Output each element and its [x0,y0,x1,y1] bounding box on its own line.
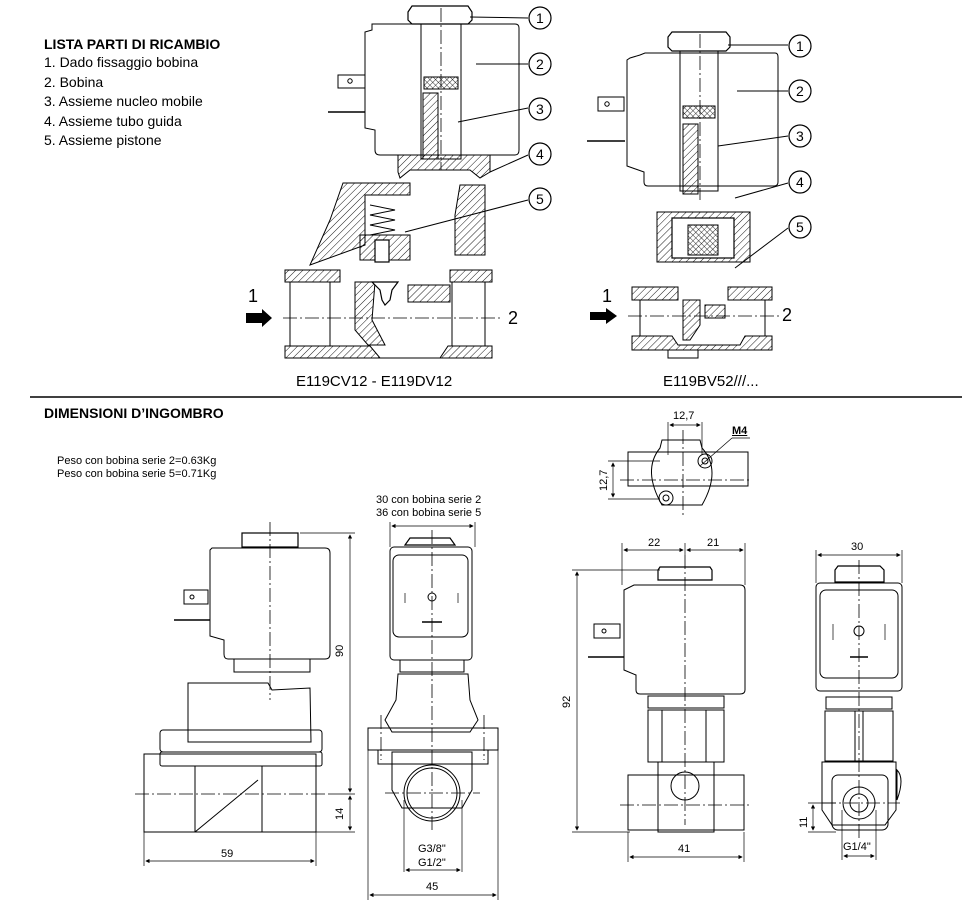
spare-parts-title: LISTA PARTI DI RICAMBIO [44,36,221,52]
callout-label-3: 3 [796,128,804,144]
callout-5 [788,215,812,239]
callout-1 [528,6,552,30]
callout-label-5: 5 [536,191,544,207]
callout-3 [788,124,812,148]
callout-label-5: 5 [796,219,804,235]
coil-housing [364,23,520,156]
callout-label-1: 1 [796,38,804,54]
callout-label-2: 2 [536,56,544,72]
callout-label-1: 1 [536,10,544,26]
poppet [370,281,400,306]
dim-mount-thread: M4 [732,425,748,437]
weight-note: Peso con bobina serie 2=0.63Kg Peso con … [57,455,216,481]
port-in-label: 1 [248,286,259,306]
dim-width-a: 45 [426,881,439,893]
dim-axis-a: 14 [334,807,346,820]
port-out-label: 2 [782,305,793,325]
dimensions-title: DIMENSIONI D’INGOMBRO [44,405,224,421]
coil-housing [626,52,779,187]
coil-nut [407,5,473,25]
section-caption-e119bv52: E119BV52///... [663,373,759,390]
flow-arrow-in [246,309,272,327]
callout-4 [528,142,552,166]
section-caption-e119cv12: E119CV12 - E119DV12 [296,373,453,390]
callout-5 [528,187,552,211]
dim-coil-width-b: 30 [851,541,864,553]
dim-length-b: 41 [678,843,691,855]
spare-part-item: 4. Assieme tubo guida [44,112,182,129]
dim-thread-b: G1/4" [843,841,871,853]
weight-line: Peso con bobina serie 2=0.63Kg [57,455,217,467]
dim-mount-y: 12,7 [598,469,610,491]
callout-3 [528,97,552,121]
dim-height-a: 90 [334,644,346,657]
spare-part-item: 5. Assieme pistone [44,132,162,148]
terminal [337,74,366,89]
coil-width-note: 30 con bobina serie 2 36 con bobina seri… [376,494,481,520]
section-view-e119bv52 [587,31,812,359]
dimension-view-b-top [608,422,750,515]
coil-nut [667,31,731,52]
callout-label-3: 3 [536,101,544,117]
callout-label-2: 2 [796,83,804,99]
section-view-e119cv12 [246,5,552,359]
callout-label-4: 4 [796,174,804,190]
callout-2 [788,79,812,103]
dim-height-b: 92 [561,695,573,708]
port-in-label: 1 [602,286,613,306]
spare-parts-list: 1. Dado fissaggio bobina 2. Bobina 3. As… [44,53,203,151]
callout-label-4: 4 [536,146,544,162]
port-out-label: 2 [508,308,519,328]
coil-width-line: 30 con bobina serie 2 [376,494,482,506]
weight-line: Peso con bobina serie 5=0.71Kg [57,468,217,480]
spare-part-item: 3. Assieme nucleo mobile [44,93,203,109]
dimension-view-b-front [808,550,903,860]
dim-mount-x: 12,7 [673,410,695,422]
spare-part-item: 1. Dado fissaggio bobina [44,54,199,70]
bonnet [397,154,491,179]
dimension-view-b-side [572,543,752,862]
flow-arrow-in [590,308,617,324]
dim-left-offset: 22 [648,537,661,549]
dim-thread-a2: G1/2" [418,857,446,869]
callout-1 [788,34,812,58]
dim-right-offset: 21 [707,537,720,549]
spare-part-item: 2. Bobina [44,73,104,90]
dim-thread-a1: G3/8" [418,843,446,855]
dimension-view-a-side [135,522,355,866]
dim-length-a: 59 [221,848,234,860]
callout-2 [528,52,552,76]
connector-face [392,554,469,638]
dim-axis-b: 11 [798,816,810,828]
coil-width-line: 36 con bobina serie 5 [376,507,482,519]
callout-4 [788,170,812,194]
dimension-view-a-front [367,522,499,900]
